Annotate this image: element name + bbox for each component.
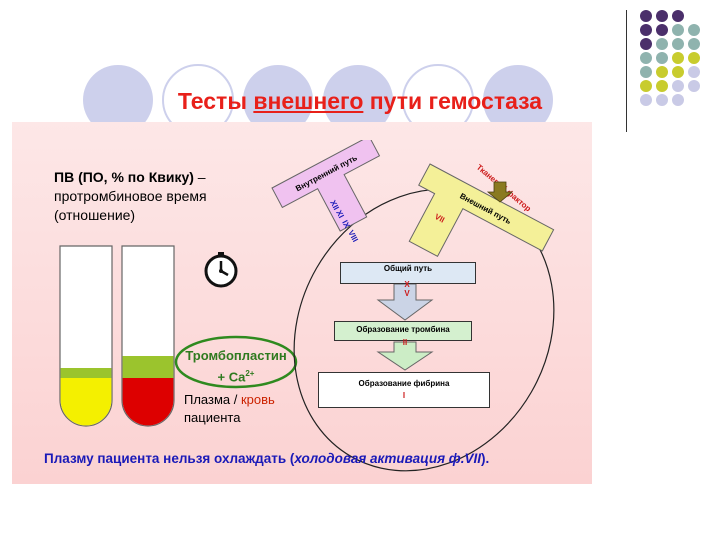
intrinsic-factor: XI <box>334 209 345 220</box>
decorative-dot <box>672 52 684 64</box>
intrinsic-factor: VIII <box>346 229 360 244</box>
decorative-dot <box>640 66 652 78</box>
intrinsic-pathway-shape: Внутренний путь <box>271 140 381 232</box>
decorative-dot <box>640 52 652 64</box>
vertical-divider-line <box>626 10 627 132</box>
reagent-label: Тромбопластин + Ca2+ <box>185 348 287 385</box>
decorative-dot <box>672 80 684 92</box>
warning-note: Плазму пациента нельзя охлаждать (холодо… <box>44 451 490 466</box>
decorative-dot <box>640 38 652 50</box>
decorative-dot <box>672 24 684 36</box>
decorative-dot <box>656 24 668 36</box>
common-pathway-box: Общий путь <box>340 262 476 284</box>
decorative-dot <box>656 66 668 78</box>
decorative-dot <box>672 94 684 106</box>
thrombin-factor: II <box>402 338 408 347</box>
decorative-dot <box>656 10 668 22</box>
extrinsic-factor: VII <box>433 212 446 225</box>
thrombin-box: Образование тромбина <box>334 321 472 341</box>
reagent-ellipse <box>174 335 298 389</box>
decorative-dot <box>656 94 668 106</box>
decorative-dot <box>656 80 668 92</box>
intrinsic-factor: IX <box>340 219 352 230</box>
decorative-dot-grid <box>640 10 700 106</box>
common-pathway-factors: X V <box>404 280 410 298</box>
decorative-dot <box>640 10 652 22</box>
decorative-dot <box>688 52 700 64</box>
tissue-factor-arrow <box>486 181 514 203</box>
slide-title: Тесты внешнего пути гемостаза <box>177 88 543 114</box>
decorative-dot <box>656 52 668 64</box>
decorative-dot <box>640 94 652 106</box>
arrow-to-thrombin <box>376 283 434 321</box>
decorative-dot <box>640 80 652 92</box>
decorative-dot <box>672 38 684 50</box>
pv-description: ПВ (ПО, % по Квику) – протромбиновое вре… <box>54 169 207 223</box>
decorative-dot <box>688 38 700 50</box>
test-tube-right <box>121 245 175 427</box>
decorative-dot <box>688 24 700 36</box>
decorative-circles <box>83 64 553 136</box>
decorative-dot <box>672 10 684 22</box>
intrinsic-factor: XII <box>328 199 341 212</box>
decorative-dot <box>656 38 668 50</box>
test-tube-left <box>59 245 113 427</box>
decorative-dot <box>688 66 700 78</box>
fibrin-box: Образование фибрина I <box>318 372 490 408</box>
test-tubes <box>59 245 175 427</box>
plasma-label: Плазма / кровь пациента <box>184 392 275 425</box>
decorative-dot <box>688 80 700 92</box>
decorative-dot <box>672 66 684 78</box>
decorative-dot <box>640 24 652 36</box>
arrow-to-fibrin <box>376 341 434 371</box>
stopwatch-icon <box>204 252 238 288</box>
